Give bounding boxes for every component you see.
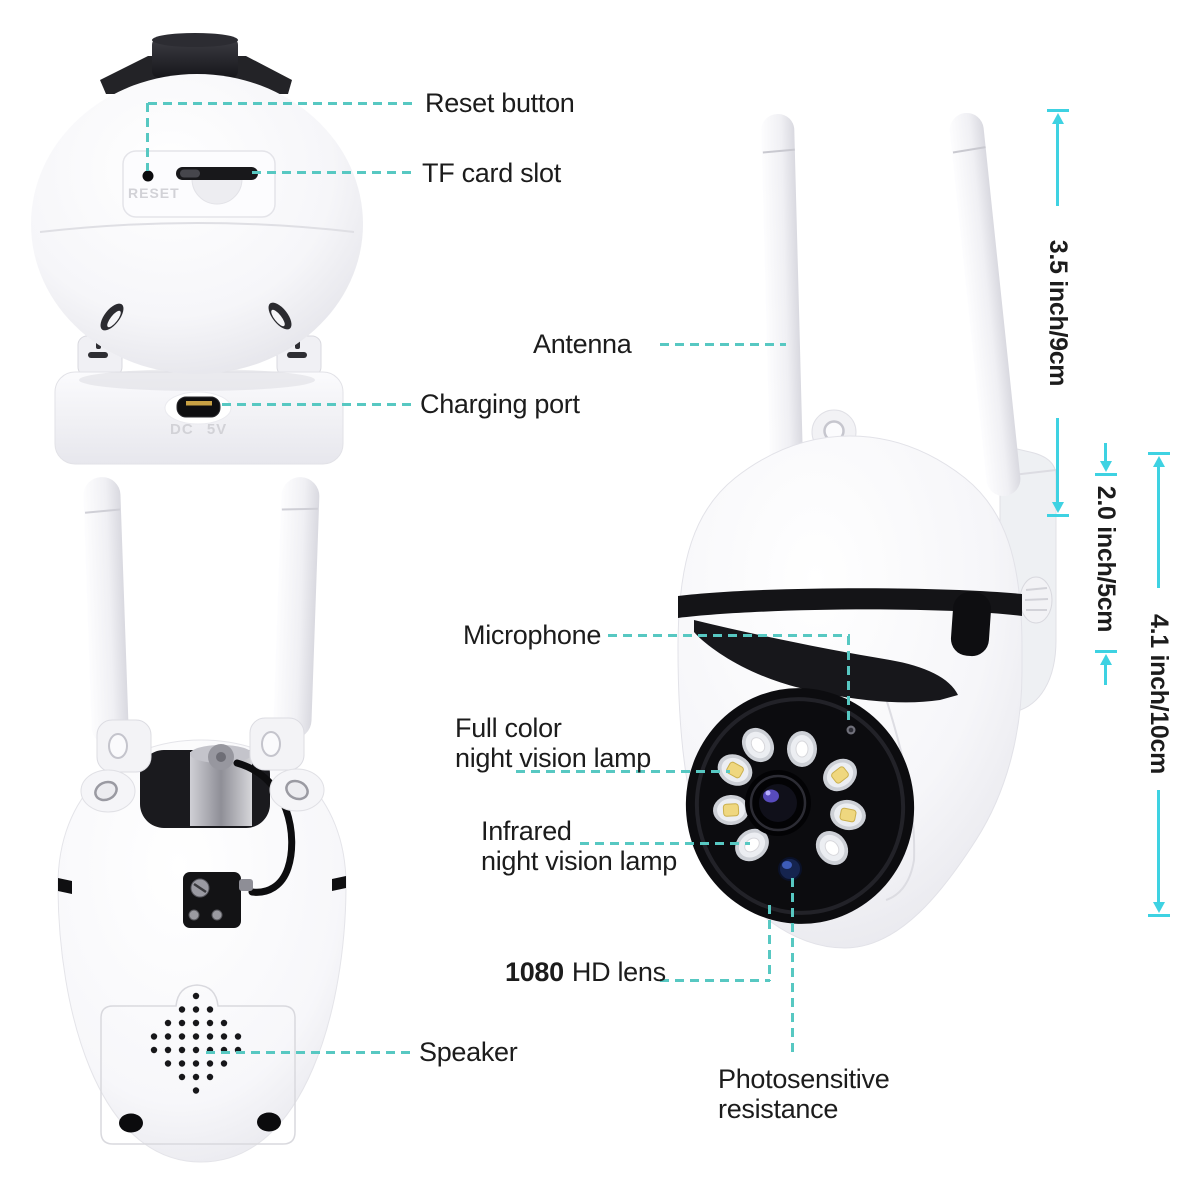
antenna-left (83, 477, 129, 746)
dim-body-height-text: 4.1 inch/10cm (1145, 613, 1174, 775)
fullcolor-label: Full color night vision lamp (455, 713, 652, 773)
reset-callout-line-v (146, 103, 149, 171)
connector-block (183, 872, 253, 928)
tf-callout-line (252, 171, 413, 174)
charging-callout-line (222, 403, 413, 406)
reset-label: Reset button (425, 88, 575, 118)
side-mark-right (332, 876, 346, 891)
led-infrared (735, 727, 849, 865)
photosensitive-label: Photosensitive resistance (718, 1064, 890, 1124)
fullcolor-callout-line (516, 770, 730, 773)
side-mark-left (58, 878, 72, 894)
speaker-holes (150, 992, 242, 1094)
screw-hole-left (119, 1113, 143, 1133)
charging-label: Charging port (420, 389, 580, 419)
camera-main-view (677, 112, 1057, 949)
sphere-seam (39, 222, 355, 233)
dim-head-height-text: 2.0 inch/5cm (1092, 485, 1121, 633)
screw-flanges (80, 768, 325, 813)
speaker-callout-line (206, 1051, 410, 1054)
dim-antenna-height-text: 3.5 inch/9cm (1044, 239, 1073, 387)
microphone-callout-line-v (847, 636, 850, 724)
reset-button-hole[interactable] (142, 170, 154, 182)
antenna-right-main (949, 112, 1021, 497)
lens (745, 770, 811, 836)
antenna-callout-line (660, 343, 786, 346)
photoresistor-dot (778, 857, 802, 881)
microphone-hole (846, 725, 856, 735)
camera-bottom-view (57, 477, 347, 1163)
antenna-right (273, 477, 320, 740)
reset-engraving: RESET (128, 185, 180, 201)
cable (233, 759, 296, 896)
lens-callout-line-v (768, 905, 771, 981)
photo-callout-line-v (791, 878, 794, 1058)
shell-gap-shadow (694, 620, 958, 703)
microphone-label: Microphone (463, 620, 602, 650)
tf-card-label: TF card slot (422, 158, 561, 188)
antenna-hinges (96, 717, 305, 773)
speaker-label: Speaker (419, 1037, 518, 1067)
infrared-label: Infrared night vision lamp (481, 816, 678, 876)
screw-hole-right (257, 1112, 281, 1132)
antenna-label: Antenna (533, 329, 632, 359)
speaker-panel (100, 984, 296, 1145)
microphone-callout-line (608, 634, 850, 637)
black-stripe (678, 588, 1022, 618)
reset-callout-line (148, 102, 415, 105)
vent-slots (100, 302, 292, 331)
dc5v-engraving: DC 5V (170, 421, 228, 438)
lens-callout-line (660, 979, 770, 982)
charging-port-usb[interactable] (164, 391, 232, 425)
antenna-left-main (761, 114, 804, 510)
infrared-callout-line (580, 842, 750, 845)
led-fullcolor (713, 754, 866, 831)
interior-cavity (140, 744, 270, 828)
camera-back-head-view (31, 33, 363, 465)
reset-panel (122, 150, 276, 218)
head-shell-seam (879, 679, 916, 901)
keyhole-slot (950, 591, 992, 657)
